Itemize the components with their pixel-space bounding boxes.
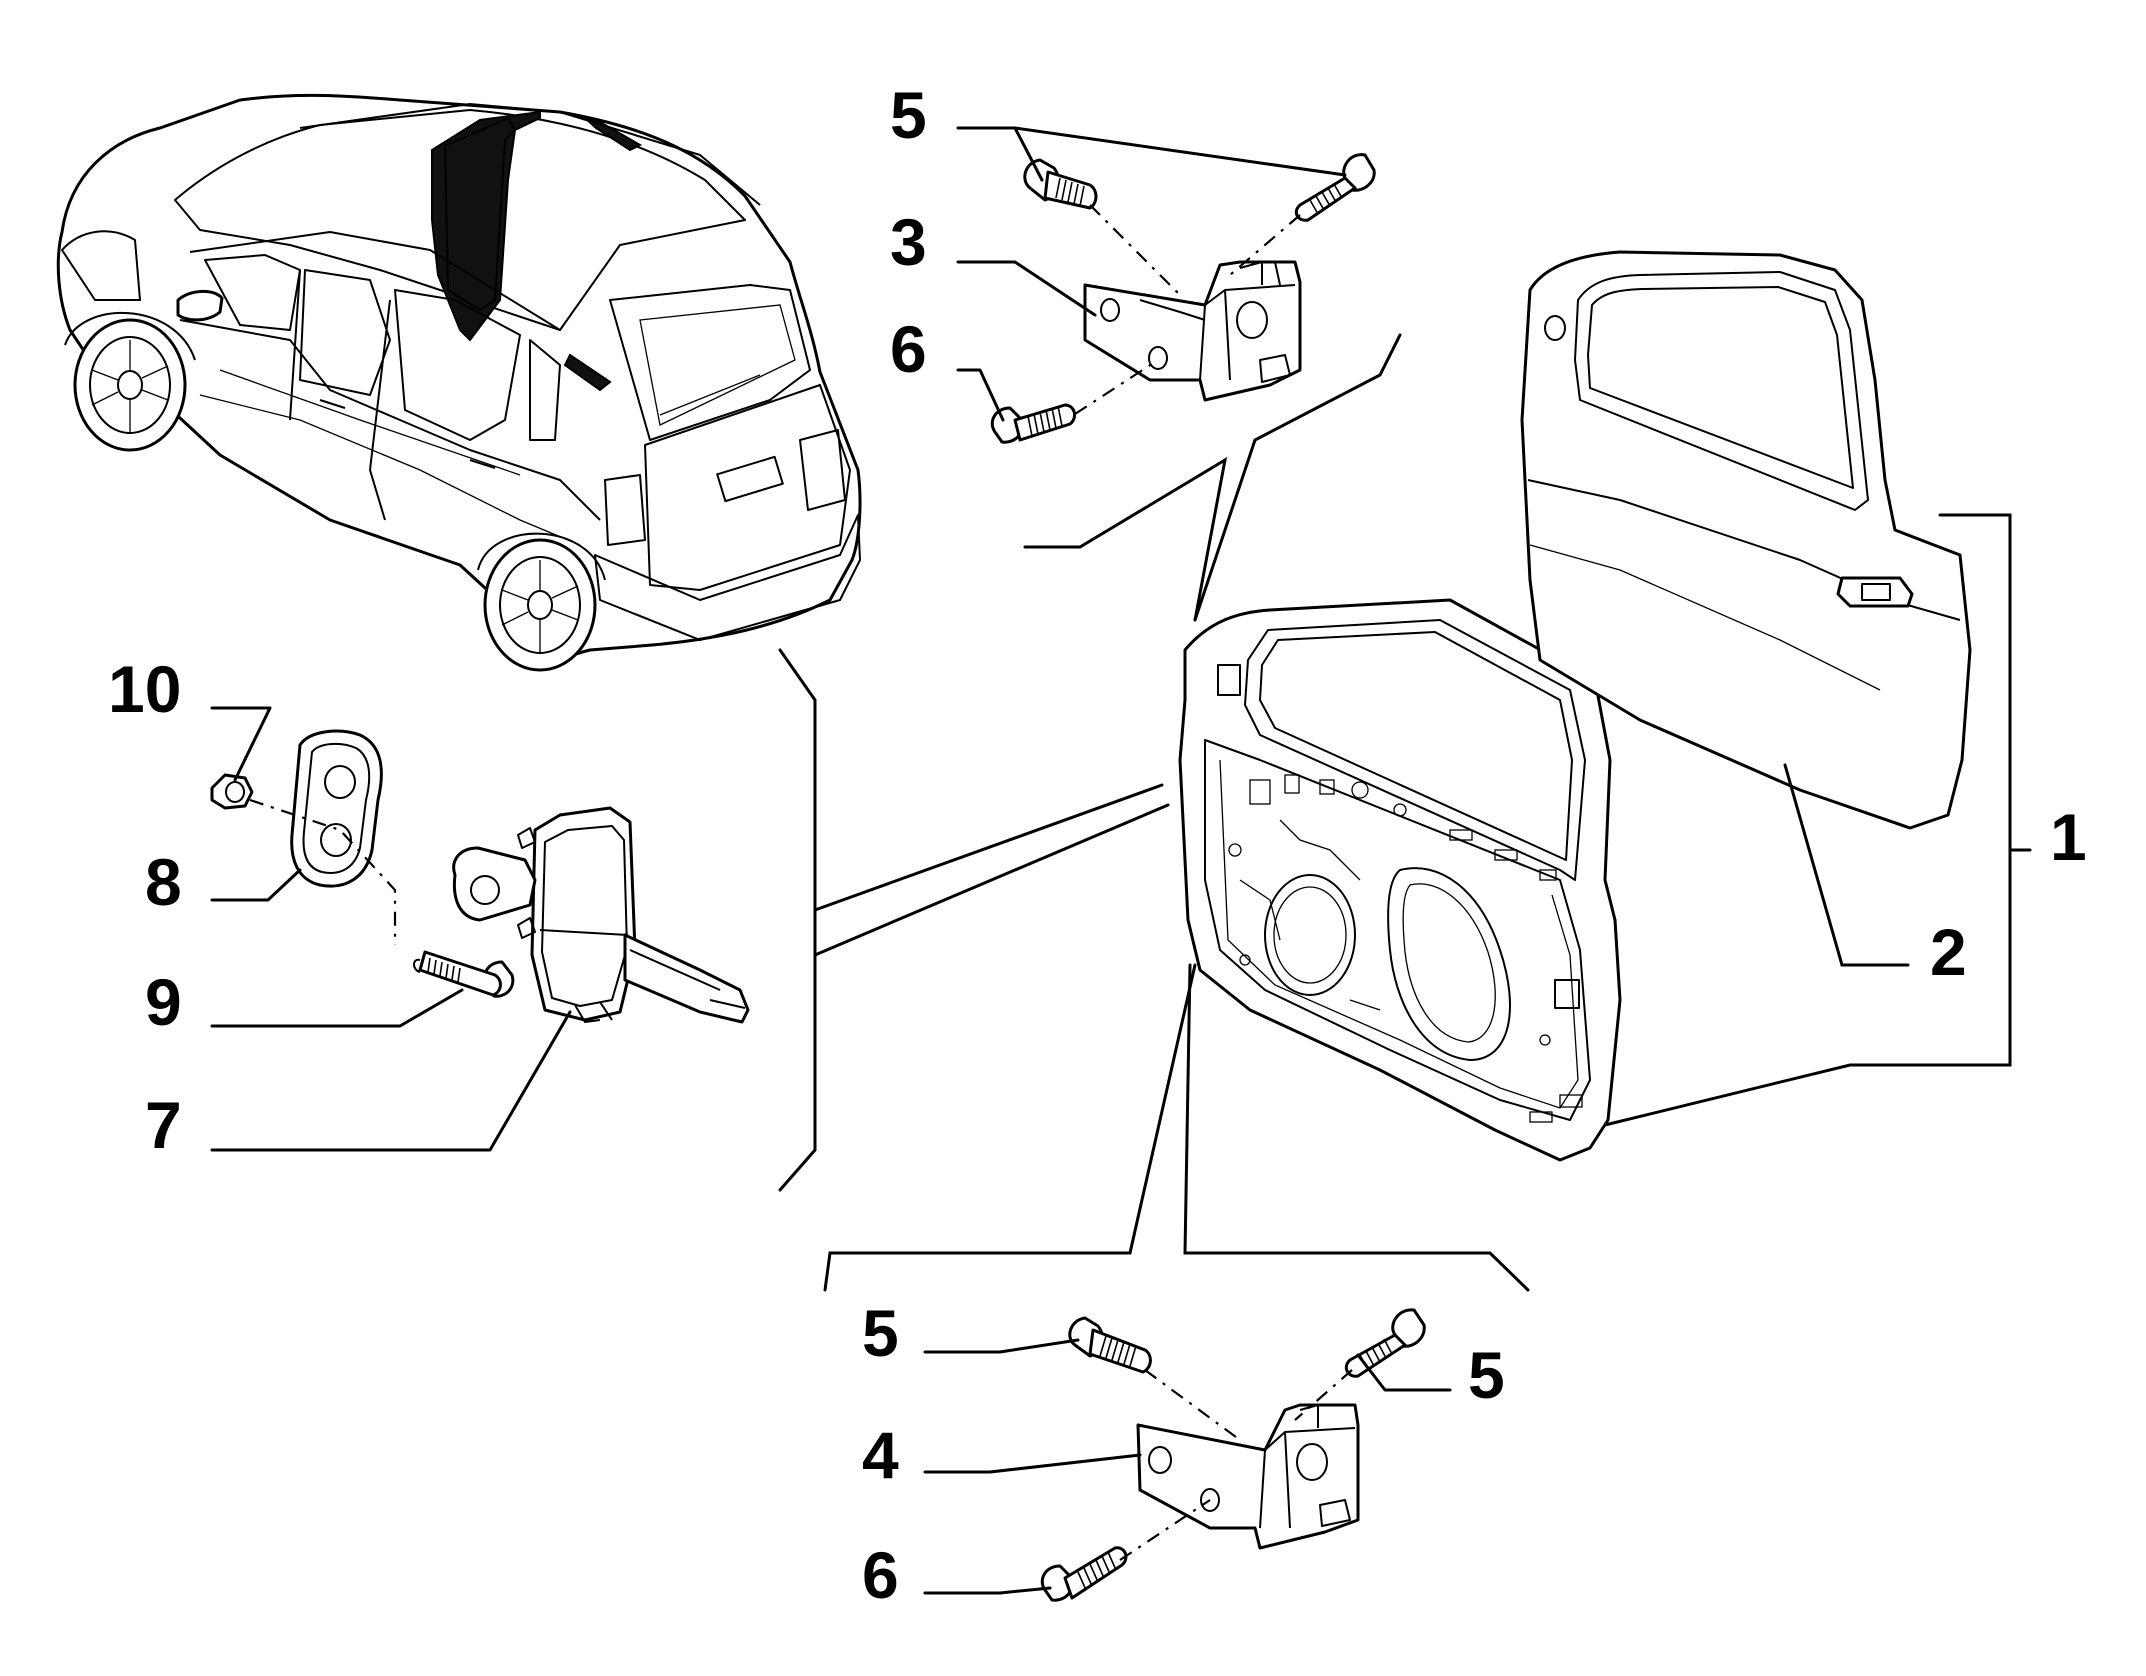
car-illustration (56, 93, 862, 672)
callout-5-lower-left: 5 (862, 1296, 899, 1370)
callout-3: 3 (890, 205, 927, 279)
callout-4: 4 (862, 1418, 899, 1492)
callout-5-lower-right: 5 (1468, 1338, 1505, 1412)
callout-1: 1 (2050, 800, 2087, 874)
callout-leaders (210, 126, 1910, 1595)
callout-8: 8 (145, 845, 182, 919)
upper-hinge-bracket-lines (1023, 333, 1402, 622)
door-outer-panel (1520, 250, 1972, 830)
callout-9: 9 (145, 965, 182, 1039)
callout-6-lower: 6 (862, 1538, 899, 1612)
callout-10: 10 (108, 652, 181, 726)
lower-hinge-assembly (1040, 1308, 1426, 1602)
callout-labels: 1 2 3 4 5 5 5 6 6 7 8 9 10 (108, 78, 2087, 1612)
callout-5-upper: 5 (890, 78, 927, 152)
callout-2: 2 (1930, 915, 1967, 989)
upper-hinge-assembly (990, 153, 1376, 444)
left-bracket-lines (778, 648, 1170, 1192)
door-check-assembly (210, 729, 750, 1024)
door-assembly-inner (1178, 598, 1622, 1162)
lower-hinge-bracket-lines (823, 963, 1530, 1292)
callout-6-upper: 6 (890, 312, 927, 386)
callout-7: 7 (145, 1088, 182, 1162)
